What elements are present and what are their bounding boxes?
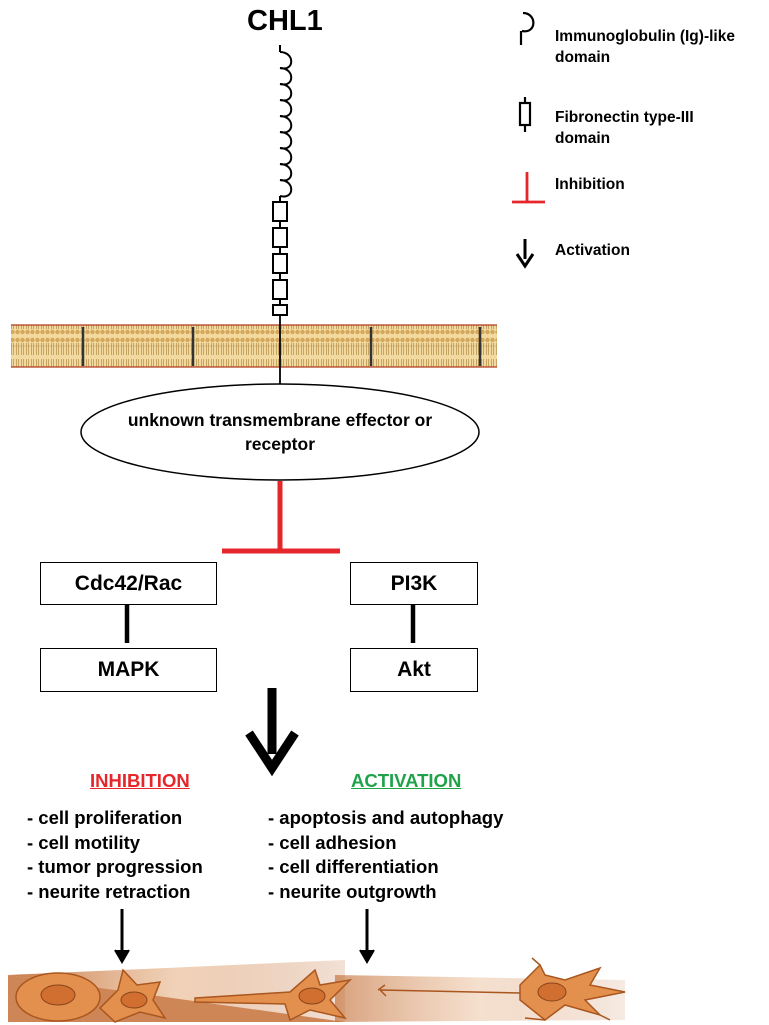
ig-domain-icon (519, 11, 535, 45)
receptor-label: unknown transmembrane effector or recept… (127, 410, 433, 454)
inhibition-list: - cell proliferation - cell motility - t… (27, 806, 203, 904)
cell-illustration (8, 957, 626, 1023)
fibronectin-domain-icon (518, 97, 532, 132)
list-item: - cell proliferation (27, 807, 183, 828)
chl1-molecule (272, 45, 293, 395)
motile-cell (98, 968, 167, 1023)
central-inhibition-mark (222, 481, 340, 554)
list-item: - neurite outgrowth (268, 880, 437, 902)
cdc42-rac-box: Cdc42/Rac (40, 562, 217, 605)
inhibition-icon (512, 172, 545, 204)
list-item: - tumor progression (27, 856, 203, 877)
list-item: - apoptosis and autophagy (268, 807, 504, 828)
inhibition-heading: INHIBITION (90, 770, 190, 791)
elongated-cell (194, 968, 353, 1022)
chl1-title: CHL1 (247, 5, 323, 37)
legend-ig-label: Immunoglobulin (Ig)-like domain (555, 28, 735, 66)
big-activation-arrow (245, 688, 299, 777)
receptor-ellipse (80, 383, 480, 481)
legend-activation-label: Activation (555, 242, 630, 259)
legend-fibronectin-label: Fibronectin type-III domain (555, 109, 694, 147)
akt-box: Akt (350, 648, 478, 692)
list-item: - cell adhesion (268, 831, 397, 853)
list-item: - cell differentiation (268, 856, 439, 877)
list-item: - cell motility (27, 831, 141, 853)
activation-heading: ACTIVATION (351, 770, 462, 791)
activation-list: - apoptosis and autophagy - cell adhesio… (268, 806, 503, 904)
pi3k-box: PI3K (350, 562, 478, 605)
list-item: - neurite retraction (27, 880, 191, 902)
mapk-box: MAPK (40, 648, 217, 692)
legend-inhibition-label: Inhibition (555, 176, 625, 193)
proliferating-cell (15, 972, 101, 1022)
activation-arrow-icon (515, 239, 535, 269)
cell-membrane (11, 324, 497, 368)
activation-cell-arrow (359, 909, 375, 964)
differentiated-neuron (377, 957, 626, 1021)
inhibition-cell-arrow (114, 909, 130, 964)
